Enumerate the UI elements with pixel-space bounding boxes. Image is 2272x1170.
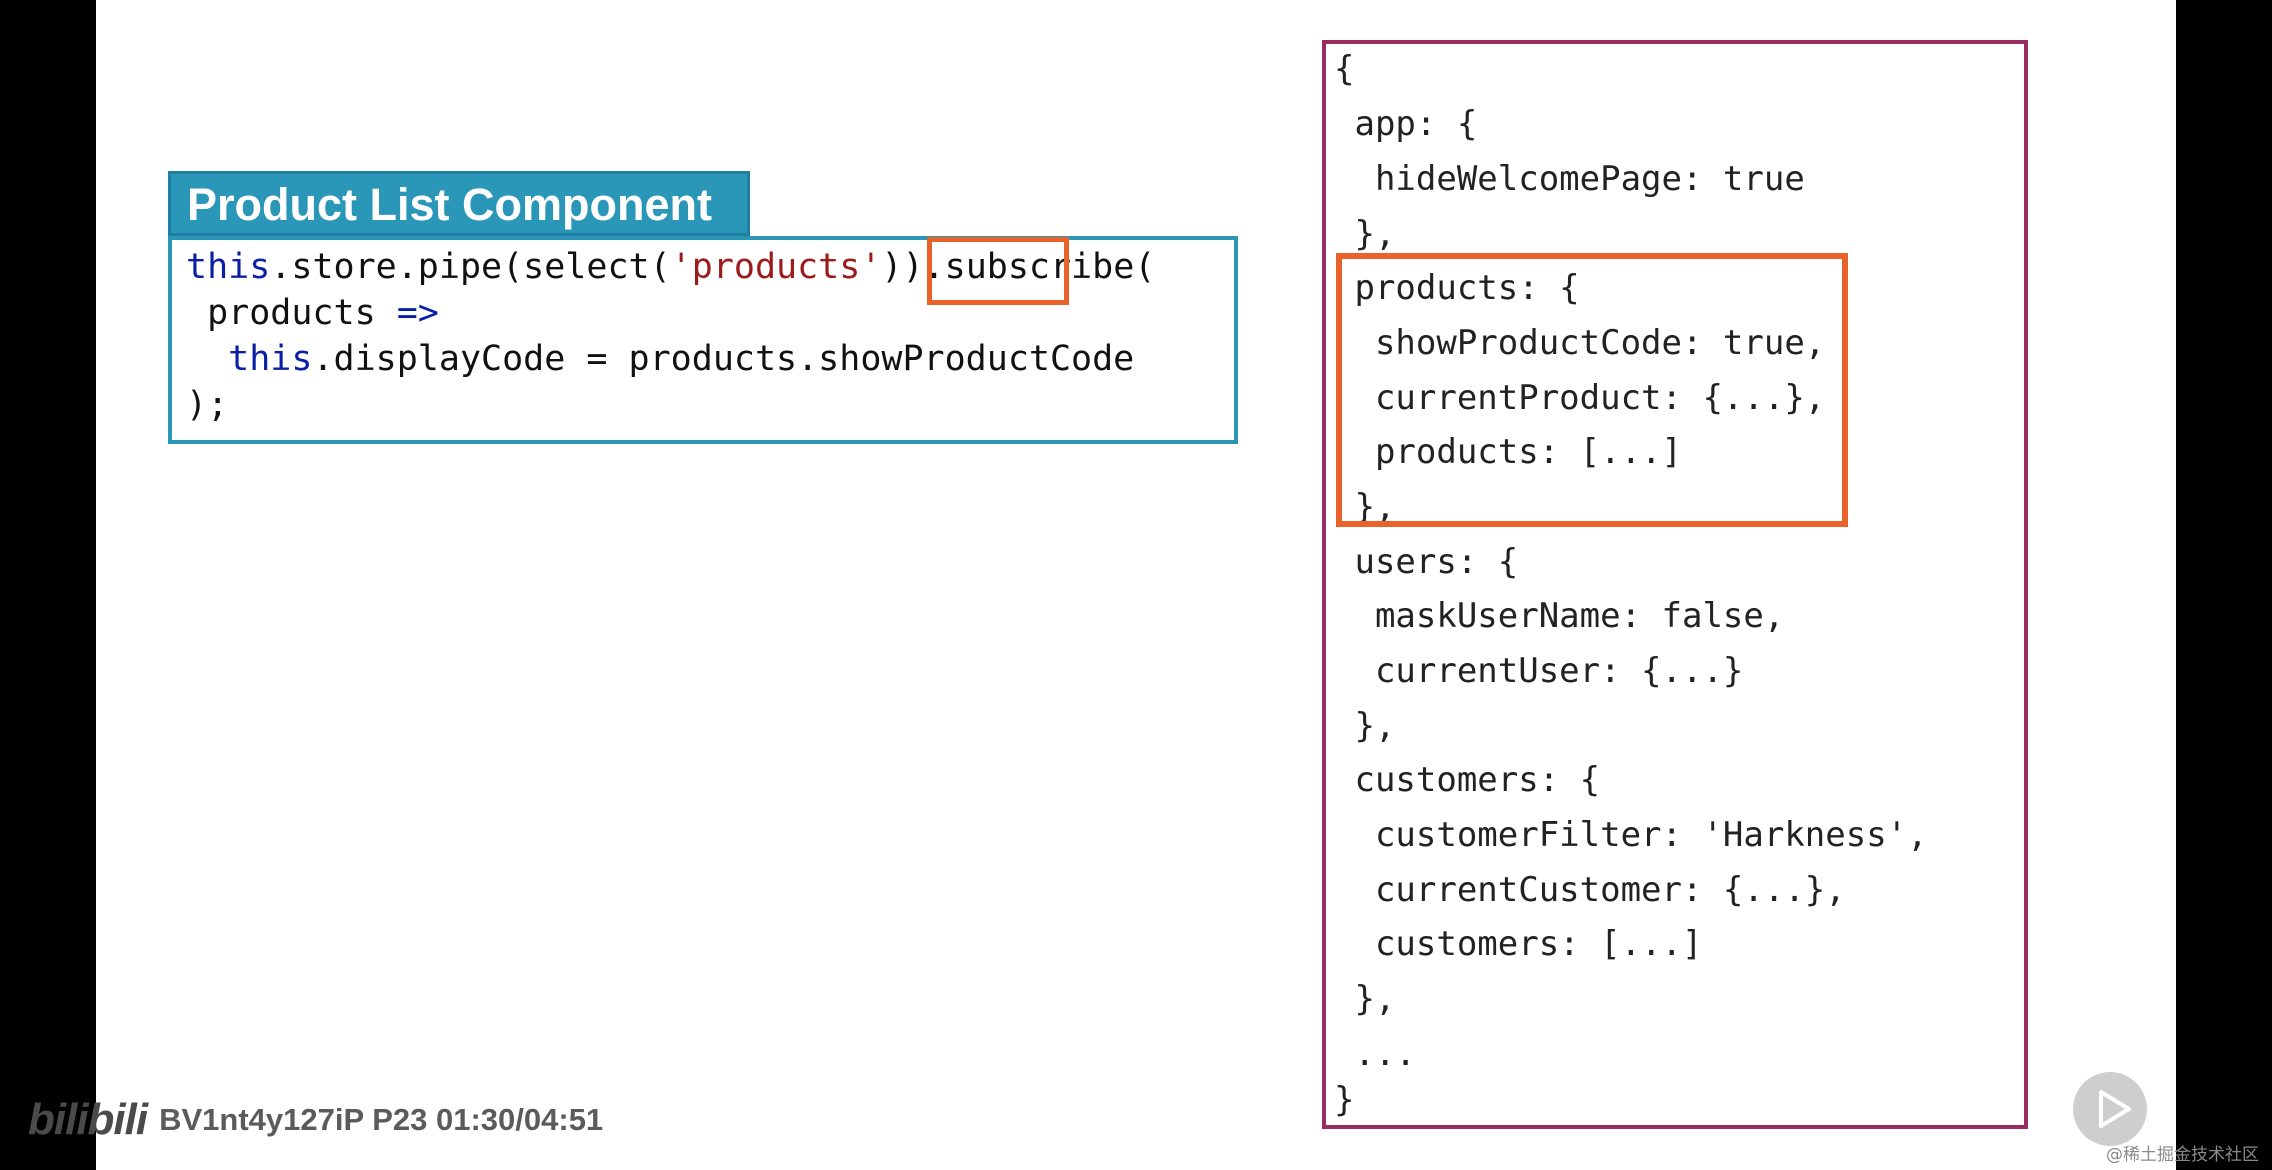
state-line: users: { bbox=[1334, 542, 1519, 582]
state-tree: { app: { hideWelcomePage: true }, produc… bbox=[1322, 40, 2028, 1129]
code-line-2: products => bbox=[186, 290, 439, 336]
subscribe-highlight bbox=[927, 237, 1069, 305]
state-line: ... bbox=[1334, 1034, 1416, 1074]
code-token-subscribe: .subscribe bbox=[923, 247, 1135, 287]
state-line: products: [...] bbox=[1334, 432, 1682, 472]
state-line: customerFilter: 'Harkness', bbox=[1334, 815, 1928, 855]
code-token: .displayCode = products.showProductCode bbox=[312, 339, 1135, 379]
products-slice-highlight bbox=[1336, 253, 1848, 527]
code-token: .store.pipe(select( bbox=[270, 247, 671, 287]
code-token: )) bbox=[881, 247, 924, 287]
state-line: app: { bbox=[1334, 104, 1478, 144]
state-line: }, bbox=[1334, 487, 1396, 527]
code-token: ); bbox=[186, 385, 229, 425]
code-token: this bbox=[228, 339, 313, 379]
component-title: Product List Component bbox=[168, 171, 750, 236]
state-line: customers: [...] bbox=[1334, 924, 1703, 964]
code-token: this bbox=[186, 247, 271, 287]
state-line: currentProduct: {...}, bbox=[1334, 378, 1826, 418]
state-line: } bbox=[1334, 1080, 1355, 1120]
state-line: showProductCode: true, bbox=[1334, 323, 1826, 363]
state-line: maskUserName: false, bbox=[1334, 596, 1785, 636]
play-button[interactable] bbox=[2073, 1072, 2147, 1146]
video-watermark: bilibili BV1nt4y127iP P23 01:30/04:51 bbox=[28, 1095, 603, 1145]
state-line: customers: { bbox=[1334, 760, 1601, 800]
state-line: products: { bbox=[1334, 268, 1580, 308]
code-token bbox=[186, 339, 228, 379]
state-line: hideWelcomePage: true bbox=[1334, 159, 1805, 199]
state-line: currentUser: {...} bbox=[1334, 651, 1744, 691]
state-line: currentCustomer: {...}, bbox=[1334, 870, 1846, 910]
code-line-1: this.store.pipe(select('products')).subs… bbox=[186, 244, 1155, 290]
state-line: }, bbox=[1334, 706, 1396, 746]
code-line-3: this.displayCode = products.showProductC… bbox=[186, 336, 1134, 382]
code-token: => bbox=[396, 293, 439, 333]
code-token: ( bbox=[1134, 247, 1156, 287]
video-id-timestamp: BV1nt4y127iP P23 01:30/04:51 bbox=[159, 1102, 604, 1137]
state-line: { bbox=[1334, 49, 1355, 89]
code-token: products bbox=[186, 293, 397, 333]
code-token: 'products' bbox=[670, 247, 882, 287]
state-line: }, bbox=[1334, 214, 1396, 254]
play-icon bbox=[2099, 1090, 2131, 1128]
state-line: }, bbox=[1334, 979, 1396, 1019]
corner-credit: @稀土掘金技术社区 bbox=[2106, 1145, 2259, 1165]
slide: Product List Component this.store.pipe(s… bbox=[96, 0, 2176, 1170]
code-line-4: ); bbox=[186, 382, 228, 428]
code-snippet: this.store.pipe(select('products')).subs… bbox=[168, 236, 1238, 444]
bilibili-logo: bilibili bbox=[28, 1095, 148, 1144]
